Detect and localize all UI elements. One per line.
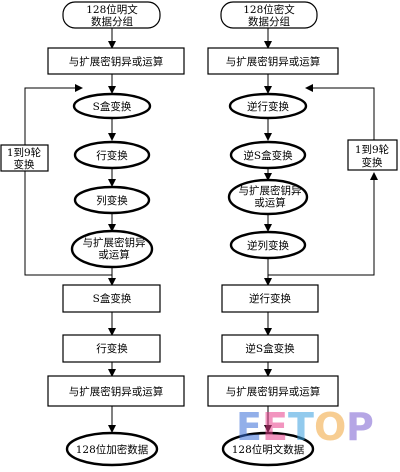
enc-final-sbox-label: S盒变换: [93, 292, 132, 305]
dec-round-xor-line2: 或运算: [254, 196, 286, 209]
dec-final-inv-shiftrows-box: [221, 284, 319, 313]
dec-final-inv-shiftrows-label: 逆行变换: [249, 292, 291, 305]
enc-loop-box: [0, 144, 49, 172]
dec-round-xor-line1: 与扩展密钥异: [239, 184, 302, 197]
dec-inv-shiftrows-node: [228, 92, 308, 120]
dec-final-xor-box: [207, 375, 339, 407]
enc-shiftrows-node: [73, 140, 151, 170]
dec-loop-line1: 1到9轮: [355, 143, 390, 156]
dec-inv-shiftrows-label: 逆行变换: [247, 100, 289, 113]
enc-shiftrows-label: 行变换: [96, 149, 128, 162]
watermark-letter-t: T: [288, 405, 314, 449]
dec-start-node: [220, 1, 318, 29]
dec-inv-mixcolumns-node: [229, 230, 307, 260]
enc-mixcolumns-label: 列变换: [96, 194, 128, 207]
enc-round-xor-line1: 与扩展密钥异: [83, 236, 146, 249]
enc-end-node: [65, 431, 159, 467]
loop-line-dec-upper: [305, 84, 375, 140]
dec-loop-line2: 变换: [362, 156, 383, 169]
loop-line-enc-upper: [24, 84, 83, 145]
watermark-letter-p: P: [346, 405, 374, 449]
enc-round-xor-node: [70, 229, 154, 269]
enc-start-node: [62, 1, 161, 29]
dec-start-line1: 128位密文: [243, 3, 295, 16]
dec-end-node: [221, 431, 315, 467]
enc-sbox-label: S盒变换: [93, 100, 132, 113]
dec-inv-sbox-label: 逆S盒变换: [243, 149, 293, 162]
dec-final-xor-label: 与扩展密钥异或运算: [226, 385, 321, 398]
dec-initial-xor-label: 与扩展密钥异或运算: [226, 55, 321, 68]
watermark-letter-e2: E: [262, 405, 288, 449]
loop-line-dec-lower: [268, 172, 378, 276]
watermark-letter-e1: E: [236, 405, 262, 449]
enc-initial-xor-label: 与扩展密钥异或运算: [69, 55, 164, 68]
enc-end-label: 128位加密数据: [76, 443, 149, 456]
enc-sbox-node: [72, 92, 152, 120]
dec-round-xor-node: [227, 178, 309, 216]
decryption-flow: 128位密文 数据分组 与扩展密钥异或运算 逆行变换 逆S盒变换 与扩展密钥异 …: [207, 1, 398, 467]
enc-start-line2: 数据分组: [91, 15, 133, 28]
loop-line-enc-lower: [24, 170, 112, 276]
watermark-letter-o: O: [314, 405, 346, 449]
dec-inv-mixcolumns-label: 逆列变换: [247, 239, 289, 252]
dec-end-label: 128位明文数据: [232, 443, 305, 456]
enc-initial-xor-box: [47, 47, 185, 75]
enc-final-xor-box: [47, 375, 185, 407]
eetop-watermark-logo: E E T O P: [236, 405, 374, 449]
enc-loop-line2: 变换: [14, 158, 35, 171]
dec-start-line2: 数据分组: [248, 15, 290, 28]
enc-final-shiftrows-box: [62, 334, 161, 363]
dec-inv-sbox-node: [229, 140, 307, 170]
dec-loop-box: [347, 139, 398, 171]
enc-start-line1: 128位明文: [86, 3, 138, 16]
dec-initial-xor-box: [207, 47, 339, 75]
enc-round-xor-line2: 或运算: [98, 248, 130, 261]
enc-loop-line1: 1到9轮: [7, 146, 42, 159]
enc-final-xor-label: 与扩展密钥异或运算: [69, 385, 164, 398]
enc-mixcolumns-node: [73, 185, 151, 215]
encryption-flow: 128位明文 数据分组 与扩展密钥异或运算 S盒变换 行变换 列变换 与扩展密钥…: [0, 1, 185, 467]
dec-final-inv-sbox-box: [221, 334, 319, 363]
enc-final-shiftrows-label: 行变换: [96, 342, 128, 355]
enc-final-sbox-box: [62, 284, 161, 313]
dec-final-inv-sbox-label: 逆S盒变换: [245, 342, 295, 355]
